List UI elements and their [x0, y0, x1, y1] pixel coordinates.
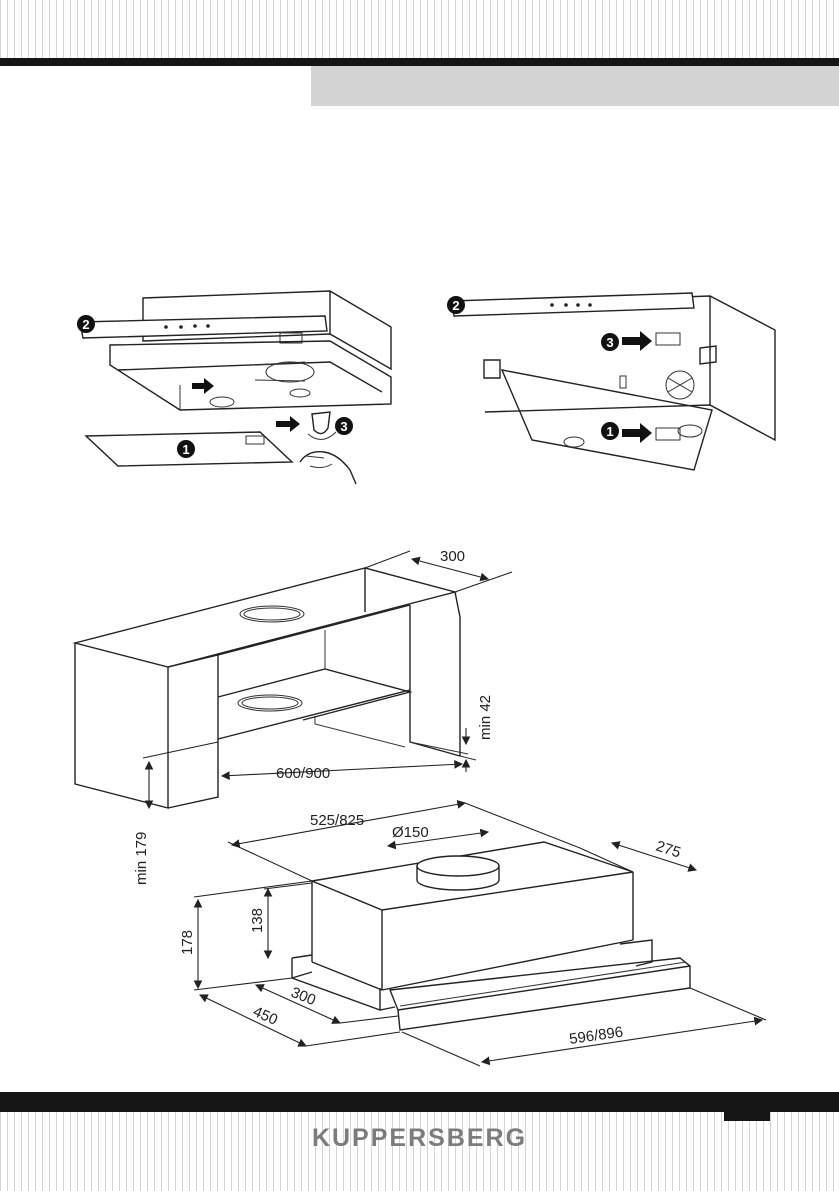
bottom-stripe-band [0, 1112, 839, 1191]
dim-cabinet-depth: 300 [440, 548, 465, 565]
dim-min-clearance: min 42 [477, 695, 494, 740]
dim-hood-depth: 275 [654, 838, 683, 862]
step-badge-left-1: 1 [182, 442, 189, 457]
figure-filter-lamp-left: 2 1 3 [77, 290, 392, 485]
top-stripe-band [0, 0, 839, 58]
dim-duct-diameter: Ø150 [392, 824, 429, 841]
dim-front-width: 596/896 [568, 1024, 624, 1048]
step-badge-right-2: 2 [452, 298, 459, 313]
dim-cabinet-width: 600/900 [276, 765, 330, 782]
figure-filter-visor-right: 2 3 1 [447, 292, 776, 471]
dim-front-depth: 300 [289, 984, 319, 1009]
brand-logo-text: KUPPERSBERG [311, 1124, 528, 1152]
dim-min-bottom: min 179 [133, 832, 150, 885]
figure-hood-dimensions: 525/825 Ø150 275 138 178 300 450 596/896 [179, 800, 767, 1067]
figure-cabinet-installation: 300 min 42 600/900 min 179 [72, 548, 513, 885]
step-badge-right-3: 3 [606, 335, 613, 350]
dim-total-height: 178 [179, 930, 196, 955]
step-badge-left-2: 2 [82, 317, 89, 332]
page-number-tab [724, 1112, 770, 1121]
dim-top-width: 525/825 [310, 812, 364, 829]
dim-full-depth: 450 [250, 1003, 280, 1029]
step-badge-right-1: 1 [606, 424, 613, 439]
bottom-rule [0, 1092, 839, 1112]
top-rule [0, 58, 839, 66]
step-badge-left-3: 3 [340, 419, 347, 434]
header-tab [311, 66, 839, 106]
dim-body-height: 138 [249, 908, 266, 933]
